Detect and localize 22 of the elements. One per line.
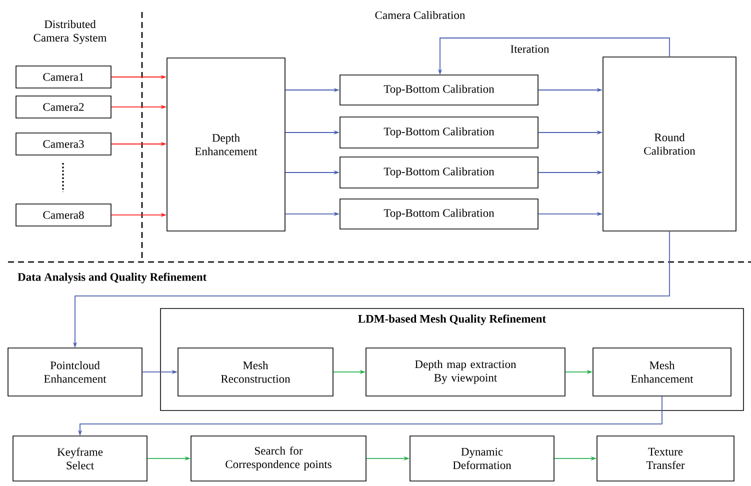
section-heading: Camera Calibration (375, 10, 466, 20)
process-box: Depth map extraction By viewpoint (366, 348, 566, 396)
process-box: Dynamic Deformation (410, 436, 554, 482)
edge-label: Iteration (509, 44, 550, 54)
process-box: Depth Enhancement (166, 58, 286, 232)
process-box: Top-Bottom Calibration (340, 74, 538, 106)
process-box: Top-Bottom Calibration (340, 116, 538, 148)
process-box: Top-Bottom Calibration (340, 198, 538, 230)
process-box: Keyframe Select (12, 436, 148, 482)
process-box: Texture Transfer (596, 436, 734, 482)
process-box: Mesh Enhancement (592, 348, 732, 396)
process-box: Search for Correspondence points (190, 436, 366, 482)
process-box: Round Calibration (602, 56, 736, 232)
camera-box: Camera1 (16, 66, 112, 88)
camera-box: Camera3 (16, 132, 112, 156)
camera-box: Camera2 (16, 96, 112, 118)
process-box: Mesh Reconstruction (178, 348, 334, 396)
section-heading: Distributed Camera System (34, 20, 107, 44)
process-box: Top-Bottom Calibration (340, 156, 538, 188)
process-box: Pointcloud Enhancement (8, 348, 142, 396)
camera-box: Camera8 (16, 204, 112, 226)
section-heading: Data Analysis and Quality Refinement (18, 272, 207, 284)
